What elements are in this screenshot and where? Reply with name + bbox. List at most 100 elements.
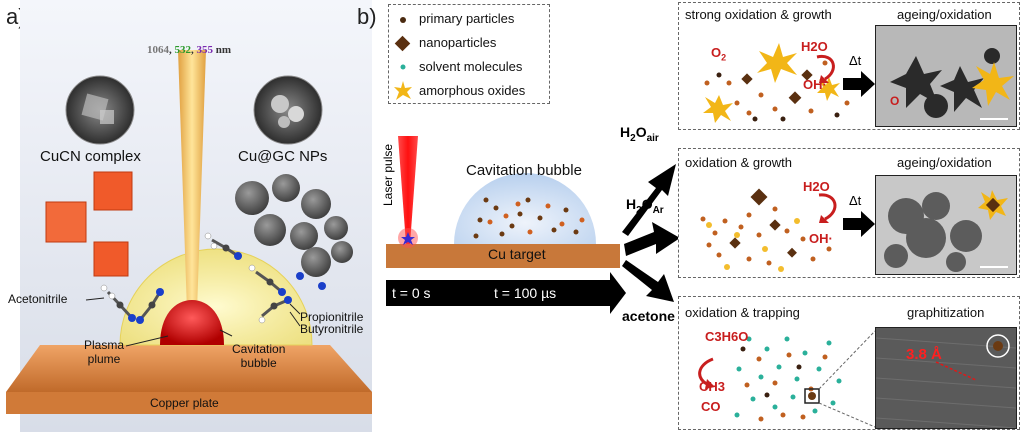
box-oxidation-trapping: oxidation & trapping graphitization C3H6… xyxy=(678,296,1020,430)
cavitation-bubble-label: Cavitation bubble xyxy=(466,162,582,179)
box3-scheme xyxy=(698,330,876,428)
air-o: O xyxy=(635,124,647,140)
cu-target xyxy=(386,244,620,268)
sem-cugc xyxy=(253,75,323,145)
box2-ageing-title: ageing/oxidation xyxy=(897,155,992,170)
box1-scheme xyxy=(703,43,850,123)
box1-cycle-arrow xyxy=(816,54,835,81)
box2-tem-svg xyxy=(876,176,1016,274)
box1-dark xyxy=(716,72,840,122)
box1-tem-svg xyxy=(876,26,1016,126)
ar-sub2: Ar xyxy=(652,204,664,216)
box3-ch3: CH3 xyxy=(699,379,726,394)
wavelength-1064: 1064 xyxy=(147,44,169,56)
tem-oxide-star xyxy=(972,62,1014,106)
panel-a: a) xyxy=(0,0,380,432)
bubble-particles xyxy=(473,197,579,239)
box2-particles xyxy=(700,206,832,266)
laser-pulse-beam xyxy=(398,136,418,244)
branch-air-label: H2Oair xyxy=(620,124,659,144)
plasma-plume xyxy=(160,300,224,345)
box1-arrow-icon xyxy=(843,71,875,97)
box3-zoom-box xyxy=(804,388,820,404)
wavelength-355: 355 xyxy=(196,44,214,56)
box3-co: CO xyxy=(701,399,721,414)
box2-oh: OH· xyxy=(809,231,833,246)
box2-cycle-arrow xyxy=(818,193,837,221)
propionitrile-label: Propionitrile xyxy=(300,310,364,324)
box1-title: strong oxidation & growth xyxy=(685,7,832,22)
box1-delta-t: Δt xyxy=(849,53,862,68)
legend-solvent: solvent molecules xyxy=(419,59,523,74)
panel-a-illustration xyxy=(6,0,372,432)
legend-nanoparticles: nanoparticles xyxy=(419,35,497,50)
bubble-solvent xyxy=(487,201,585,235)
copper-plate xyxy=(6,345,372,392)
box-strong-oxidation: strong oxidation & growth ageing/oxidati… xyxy=(678,2,1020,130)
nanoparticle-icon xyxy=(394,35,411,52)
branch-acetone-label: acetone xyxy=(622,308,675,324)
box2-oxides xyxy=(706,218,800,272)
box1-tem-image: O xyxy=(875,25,1017,127)
box3-c3h6o: C3H6O xyxy=(705,329,749,344)
cavitation-label: Cavitation bubble xyxy=(232,342,286,370)
t100-label: t = 100 µs xyxy=(494,285,557,301)
primary-particle-icon xyxy=(400,17,406,23)
wavelength-532: 532 xyxy=(174,44,192,56)
box1-ageing-title: ageing/oxidation xyxy=(897,7,992,22)
lattice-spacing-label: 3.8 Å xyxy=(906,346,942,363)
wavelength-label: 1064, 532, 355 nm xyxy=(147,44,231,56)
t0-label: t = 0 s xyxy=(392,285,431,301)
box2-tem-image xyxy=(875,175,1017,275)
box2-title: oxidation & growth xyxy=(685,155,792,170)
copper-plate-label: Copper plate xyxy=(150,396,219,410)
acetonitrile-label: Acetonitrile xyxy=(8,292,68,306)
box3-title: oxidation & trapping xyxy=(685,305,800,320)
box1-tem-o2: O xyxy=(890,94,900,108)
laser-pulse-label: Laser pulse xyxy=(381,143,395,206)
air-sub1: 2 xyxy=(630,132,636,144)
solvent-molecule-icon xyxy=(400,64,406,70)
box3-hrtem-image: 3.8 Å xyxy=(875,327,1017,429)
ar-h: H xyxy=(626,196,637,212)
box3-solvent xyxy=(734,336,842,418)
air-sub2: air xyxy=(646,132,659,144)
butyronitrile-label: Butyronitrile xyxy=(300,322,364,336)
box3-hrtem-svg xyxy=(876,328,1016,428)
cugc-spheres xyxy=(235,174,353,277)
box3-graphitization-title: graphitization xyxy=(907,305,985,320)
branch-arrows xyxy=(622,164,680,302)
cavitation-bubble-b xyxy=(454,173,596,244)
box2-arrow-icon xyxy=(843,211,875,237)
ar-o: O xyxy=(641,196,653,212)
legend-primary: primary particles xyxy=(419,11,515,26)
box2-delta-t: Δt xyxy=(849,193,862,208)
amorphous-oxide-icon xyxy=(394,81,412,100)
legend-oxides: amorphous oxides xyxy=(419,83,526,98)
box3-curve-arrow xyxy=(698,357,714,387)
nitrile-molecules xyxy=(100,232,326,324)
laser-spot-icon xyxy=(401,232,415,245)
box1-particles xyxy=(704,60,850,116)
box1-o2-o: O xyxy=(711,45,722,60)
ablation-schematic xyxy=(386,136,680,314)
wavelength-unit: nm xyxy=(215,44,232,56)
cucn-label: CuCN complex xyxy=(40,148,141,165)
hrtem-core-ring xyxy=(986,334,1010,358)
air-h: H xyxy=(620,124,631,140)
laser-beam xyxy=(178,50,206,340)
box1-oh: OH· xyxy=(803,77,827,92)
box2-h2o: H2O xyxy=(803,179,830,194)
branch-ar-label: H2OAr xyxy=(626,196,664,216)
panel-b-label: b) xyxy=(357,4,377,29)
box1-o2: O2 xyxy=(711,45,726,63)
cugc-label: Cu@GC NPs xyxy=(238,148,328,165)
box1-h2o: H2O xyxy=(801,39,828,54)
time-arrowhead xyxy=(610,272,626,314)
cu-target-label: Cu target xyxy=(488,246,546,262)
legend-box: primary particles nanoparticles solvent … xyxy=(388,4,550,104)
box1-o2-sub: 2 xyxy=(721,52,727,63)
cucn-cubes xyxy=(45,171,133,277)
wl-sep2: , xyxy=(191,44,197,56)
ar-sub1: 2 xyxy=(636,204,642,216)
